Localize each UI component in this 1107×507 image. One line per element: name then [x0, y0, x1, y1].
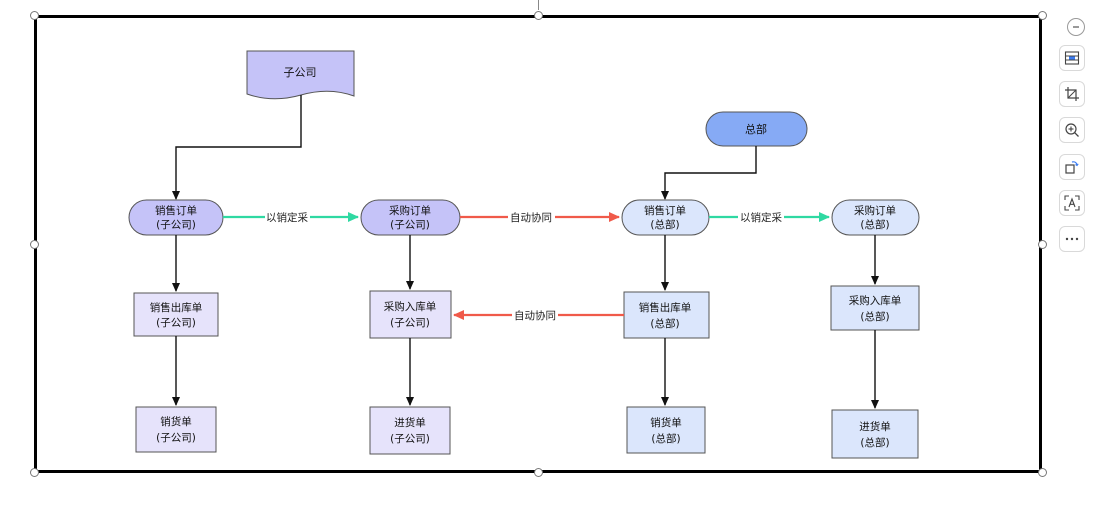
node-label-line2: (总部) [650, 317, 679, 330]
node-label-line1: 采购入库单 [849, 294, 902, 307]
image-canvas[interactable]: 子公司 总部 销售订单 (子公司) 采购订单 (子公司) 销售订单 (总部) 采… [34, 15, 1042, 473]
resize-handle-bottom[interactable] [534, 468, 543, 477]
node-label-line1: 销售订单 [155, 204, 197, 217]
layout-icon [1064, 51, 1080, 65]
node-label-line1: 销货单 [160, 415, 192, 428]
resize-handle-left[interactable] [30, 240, 39, 249]
edge-sales-to-purchase-1: 以销定采 [223, 211, 359, 224]
node-label-line2: (子公司) [156, 219, 196, 231]
node-sales-order-hq[interactable]: 销售订单 (总部) [621, 199, 710, 236]
node-label-line1: 销售出库单 [150, 301, 203, 314]
rotate-icon [1065, 161, 1079, 174]
node-label-line2: (子公司) [390, 317, 430, 329]
edge-auto-sync-1: 自动协同 [460, 211, 620, 224]
node-hq-label: 总部 [745, 122, 767, 136]
node-label-line1: 进货单 [394, 416, 426, 429]
edge-auto-sync-2: 自动协同 [453, 309, 624, 322]
node-label-line2: (总部) [651, 432, 680, 445]
node-purchase-invoice-hq[interactable]: 进货单 (总部) [831, 409, 919, 459]
node-label-line1: 销货单 [650, 416, 682, 429]
node-purchase-order-subsidiary[interactable]: 采购订单 (子公司) [360, 199, 461, 236]
node-label-line1: 销售出库单 [639, 301, 692, 314]
node-sales-order-subsidiary[interactable]: 销售订单 (子公司) [128, 199, 224, 236]
more-icon [1065, 237, 1079, 241]
node-label-line1: 进货单 [859, 420, 891, 433]
node-label-line1: 采购入库单 [384, 300, 437, 313]
rotate-handle-stem [538, 0, 539, 10]
ocr-text-icon [1064, 195, 1080, 211]
crop-icon [1065, 87, 1079, 101]
node-sales-outbound-subsidiary[interactable]: 销售出库单 (子公司) [133, 292, 219, 337]
zoom-in-icon [1065, 123, 1079, 137]
crop-button[interactable] [1059, 81, 1085, 107]
node-label-line1: 采购订单 [389, 204, 431, 217]
node-sales-outbound-hq[interactable]: 销售出库单 (总部) [623, 291, 710, 339]
edge-label: 以销定采 [266, 211, 308, 224]
flowchart: 子公司 总部 销售订单 (子公司) 采购订单 (子公司) 销售订单 (总部) 采… [128, 50, 920, 459]
resize-handle-right[interactable] [1038, 240, 1047, 249]
edge-sales-to-purchase-2: 以销定采 [709, 211, 830, 224]
node-purchase-inbound-hq[interactable]: 采购入库单 (总部) [830, 285, 920, 331]
minus-circle-icon[interactable] [1067, 18, 1085, 36]
node-label-line1: 采购订单 [854, 204, 896, 217]
node-hq[interactable]: 总部 [705, 111, 808, 147]
edge-label: 自动协同 [514, 309, 556, 322]
node-subsidiary[interactable]: 子公司 [246, 50, 355, 100]
node-purchase-invoice-subsidiary[interactable]: 进货单 (子公司) [369, 406, 451, 455]
layout-button[interactable] [1059, 45, 1085, 71]
node-sales-invoice-hq[interactable]: 销货单 (总部) [626, 406, 706, 454]
edge-label: 自动协同 [510, 211, 552, 224]
more-button[interactable] [1059, 226, 1085, 252]
node-subsidiary-label: 子公司 [284, 66, 317, 79]
resize-handle-bottom-right[interactable] [1038, 468, 1047, 477]
node-label-line2: (总部) [860, 218, 889, 231]
node-label-line2: (子公司) [390, 219, 430, 231]
edge-label: 以销定采 [740, 211, 782, 224]
ocr-text-button[interactable] [1059, 190, 1085, 216]
rotate-button[interactable] [1059, 154, 1085, 180]
resize-handle-top-right[interactable] [1038, 11, 1047, 20]
node-label-line2: (子公司) [156, 317, 196, 329]
edge-hq-to-so [661, 146, 757, 200]
node-purchase-order-hq[interactable]: 采购订单 (总部) [831, 199, 920, 236]
node-sales-invoice-subsidiary[interactable]: 销货单 (子公司) [135, 406, 217, 453]
node-label-line2: (总部) [650, 218, 679, 231]
node-label-line1: 销售订单 [644, 204, 686, 217]
node-label-line2: (总部) [860, 436, 889, 449]
node-purchase-inbound-subsidiary[interactable]: 采购入库单 (子公司) [369, 290, 452, 339]
zoom-in-button[interactable] [1059, 117, 1085, 143]
resize-handle-top[interactable] [534, 11, 543, 20]
resize-handle-bottom-left[interactable] [30, 468, 39, 477]
resize-handle-top-left[interactable] [30, 11, 39, 20]
node-label-line2: (子公司) [390, 433, 430, 445]
edge-subsidiary-to-so [172, 95, 302, 200]
node-label-line2: (子公司) [156, 432, 196, 444]
node-label-line2: (总部) [860, 310, 889, 323]
